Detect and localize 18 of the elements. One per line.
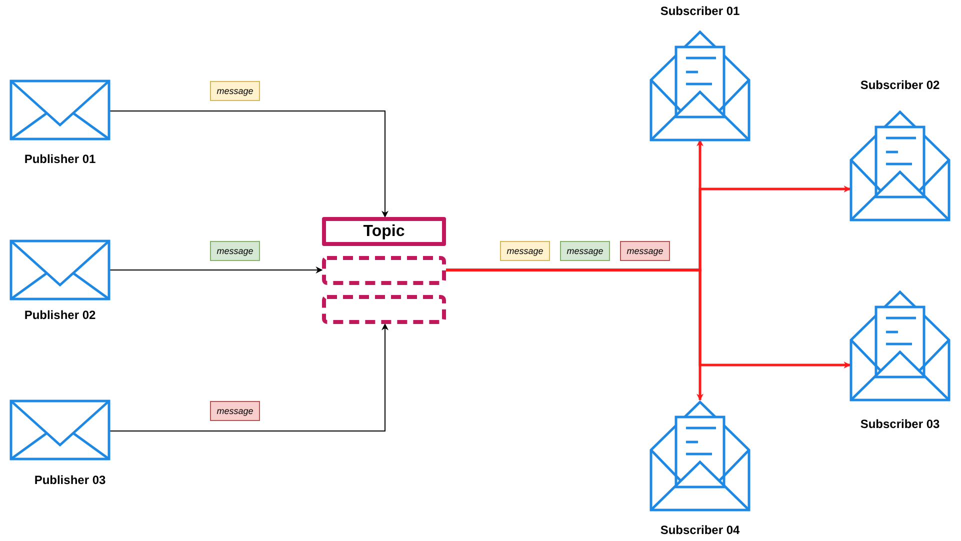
topic-box: Topic [322,217,446,246]
message-tag: message [620,241,670,261]
node-label: Publisher 02 [23,308,97,322]
arrow [110,110,388,218]
arrow [446,268,704,401]
node-label: Subscriber 03 [859,417,941,431]
message-tag: message [500,241,550,261]
node-label: Publisher 03 [33,473,107,487]
message-tag: message [560,241,610,261]
message-tag: message [210,81,260,101]
node-label: Subscriber 04 [659,523,741,537]
node-label: Subscriber 02 [859,78,941,92]
arrow [110,266,323,274]
message-tag: message [210,241,260,261]
arrow [110,323,388,432]
node-label: Subscriber 01 [659,4,741,18]
message-tag: message [210,401,260,421]
node-label: Publisher 01 [23,152,97,166]
